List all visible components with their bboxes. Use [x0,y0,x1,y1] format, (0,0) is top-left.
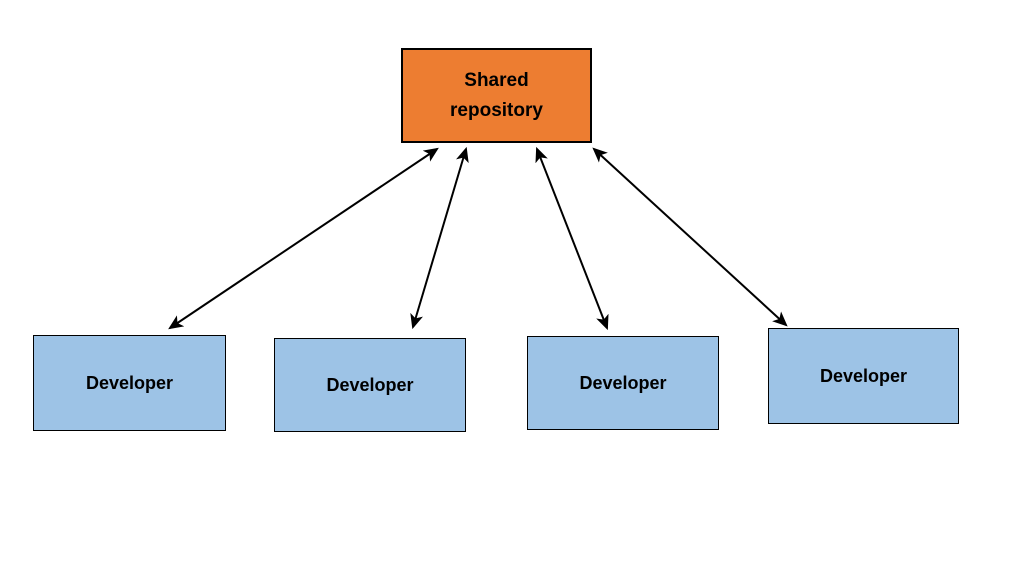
arrow-repository-developer-2 [410,146,469,330]
arrow-repository-developer-4 [592,147,788,327]
developer-3-label: Developer [579,372,667,393]
node-developer-4: Developer [768,328,959,424]
arrow-repository-developer-1 [168,147,439,330]
node-shared-repository: Shared repository [401,48,592,143]
developer-4-label: Developer [819,365,908,386]
node-developer-1: Developer [33,335,226,431]
node-developer-2: Developer [274,338,466,432]
shared-repository-label: Shared repository [450,69,543,121]
developer-2-label: Developer [326,374,414,395]
developer-1-label: Developer [85,372,174,393]
arrow-repository-developer-3 [535,146,609,331]
node-developer-3: Developer [527,336,719,430]
